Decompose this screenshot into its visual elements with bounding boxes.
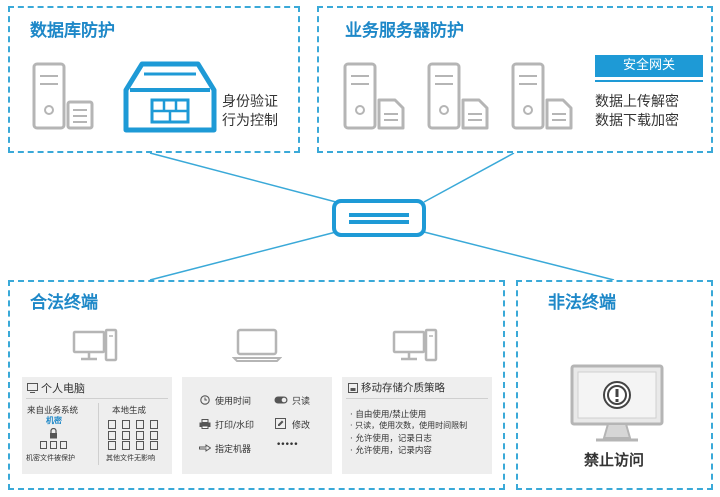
central-gateway-icon	[332, 199, 426, 237]
line-to-illegal	[423, 231, 615, 281]
control-designated-machine: 指定机器	[215, 445, 252, 455]
desktop-computer-icon	[72, 328, 118, 362]
feature-upload-decrypt: 数据上传解密	[595, 94, 679, 110]
storage-policy-card: 移动存储介质策略 · 自由使用/禁止使用 · 只读，使用次数，使用时间限制 · …	[342, 377, 492, 474]
database-firewall-icon	[123, 61, 217, 133]
line-to-business	[423, 152, 515, 203]
legal-panel-title: 合法终端	[30, 293, 98, 313]
control-print-watermark: 打印/水印	[215, 421, 255, 431]
feature-behavior-control: 行为控制	[222, 113, 278, 129]
printer-icon	[199, 419, 211, 429]
access-denied-caption: 禁止访问	[584, 451, 645, 469]
business-panel-title: 业务服务器防护	[345, 21, 464, 41]
classified-protected-caption: 机密文件被保护	[26, 454, 75, 462]
access-controls-card: 使用时间 只读 打印/水印 修改 指定机器 •••••	[182, 377, 332, 474]
personal-pc-card: 个人电脑 来自业务系统 机密 机密文件被保护 本地生成 其他文件无影响	[22, 377, 172, 474]
card-column-divider	[98, 403, 99, 465]
monitor-warning-icon	[570, 364, 664, 442]
document-grid-icon	[108, 420, 158, 450]
business-server-panel: 业务服务器防护 安全网关 数据上传解密 数据下载加密	[317, 6, 713, 153]
storage-rule: · 自由使用/禁止使用	[350, 410, 427, 420]
gateway-underline	[595, 80, 703, 82]
pointer-hand-icon	[199, 444, 211, 452]
illegal-panel-title: 非法终端	[548, 293, 616, 313]
database-protection-panel: 数据库防护 身份验证 行为控制	[8, 6, 300, 153]
classified-tag: 机密	[46, 416, 62, 425]
personal-pc-title: 个人电脑	[41, 382, 85, 395]
from-business-heading: 来自业务系统	[27, 406, 79, 416]
server-doc-icon	[427, 62, 489, 130]
document-row-icon	[40, 441, 67, 449]
illegal-terminal-panel: 非法终端 禁止访问	[516, 280, 713, 490]
other-files-caption: 其他文件无影响	[106, 454, 155, 462]
control-usage-time: 使用时间	[215, 397, 252, 407]
edit-icon	[275, 418, 286, 429]
storage-rule: · 只读，使用次数，使用时间限制	[350, 421, 468, 430]
legal-terminal-panel: 合法终端 个人电脑 来自业务系统 机密	[8, 280, 505, 490]
lock-icon	[50, 428, 57, 439]
laptop-icon	[232, 328, 282, 362]
storage-rule: · 允许使用，记录内容	[350, 446, 432, 456]
card-divider	[346, 398, 488, 399]
server-doc-icon	[32, 62, 94, 130]
security-gateway-badge: 安全网关	[595, 55, 703, 77]
desktop-computer-icon	[392, 328, 438, 362]
feature-identity-auth: 身份验证	[222, 94, 278, 110]
database-panel-title: 数据库防护	[30, 21, 115, 41]
control-read-only: 只读	[292, 397, 311, 407]
server-doc-icon	[511, 62, 573, 130]
toggle-icon	[274, 396, 288, 404]
clock-icon	[200, 395, 210, 405]
control-more-dots: •••••	[276, 440, 299, 450]
storage-rule: · 允许使用，记录日志	[350, 434, 432, 444]
storage-policy-title: 移动存储介质策略	[361, 382, 445, 394]
line-to-legal	[149, 231, 337, 281]
local-generated-heading: 本地生成	[112, 406, 147, 416]
control-modify: 修改	[292, 421, 311, 431]
card-divider	[26, 398, 168, 399]
computer-small-icon	[27, 383, 38, 393]
line-to-database	[149, 152, 337, 203]
server-doc-icon	[343, 62, 405, 130]
feature-download-encrypt: 数据下载加密	[595, 113, 679, 129]
storage-icon	[348, 383, 358, 393]
